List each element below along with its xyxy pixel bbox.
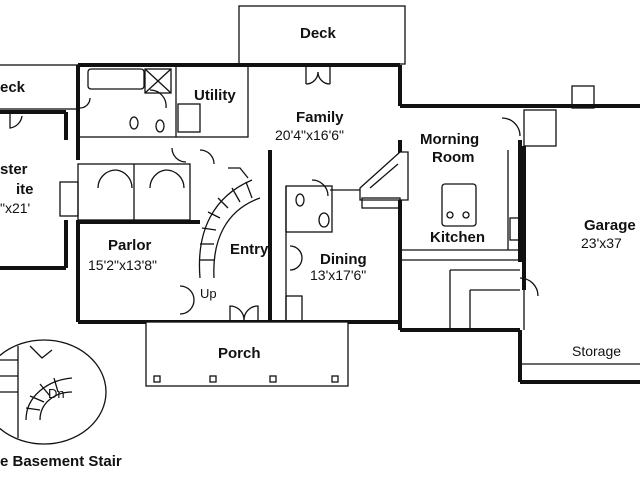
storage-label: Storage (572, 343, 621, 359)
porch (145, 321, 349, 387)
stair-down-label: Dn (48, 386, 65, 401)
master-suite-label-2: ite (16, 181, 34, 198)
deck-top (238, 5, 406, 65)
entry-label: Entry (230, 241, 269, 258)
master-suite-dim: "x21' (0, 200, 30, 216)
utility-block (77, 64, 249, 138)
family-label: Family (296, 109, 344, 126)
basement-stair-caption: e Basement Stair (0, 453, 122, 470)
main-stair (198, 167, 261, 279)
exterior-walls (0, 63, 640, 384)
basement-stair-inset (0, 339, 107, 445)
dining-dim: 13'x17'6" (310, 267, 366, 283)
deck-left-label: eck (0, 79, 26, 96)
fireplace (359, 151, 409, 209)
utility-label: Utility (194, 87, 236, 104)
porch-label: Porch (218, 345, 261, 362)
dining-label: Dining (320, 251, 367, 268)
morning-room-label-1: Morning (420, 131, 479, 148)
parlor-label: Parlor (108, 237, 152, 254)
master-suite-label-1: ster (0, 161, 28, 178)
stair-up-label: Up (200, 286, 217, 301)
family-dim: 20'4"x16'6" (275, 127, 344, 143)
garage-label: Garage (584, 217, 636, 234)
interior-walls (78, 140, 402, 322)
kitchen-label: Kitchen (430, 229, 485, 246)
kitchen-fixtures (400, 117, 521, 261)
deck-left (0, 64, 79, 110)
deck-top-label: Deck (300, 25, 337, 42)
morning-room-label-2: Room (432, 149, 475, 166)
parlor-dim: 15'2"x13'8" (88, 257, 157, 273)
garage-dim: 23'x37 (581, 235, 622, 251)
closets (59, 163, 191, 221)
garage-detail (449, 85, 640, 365)
